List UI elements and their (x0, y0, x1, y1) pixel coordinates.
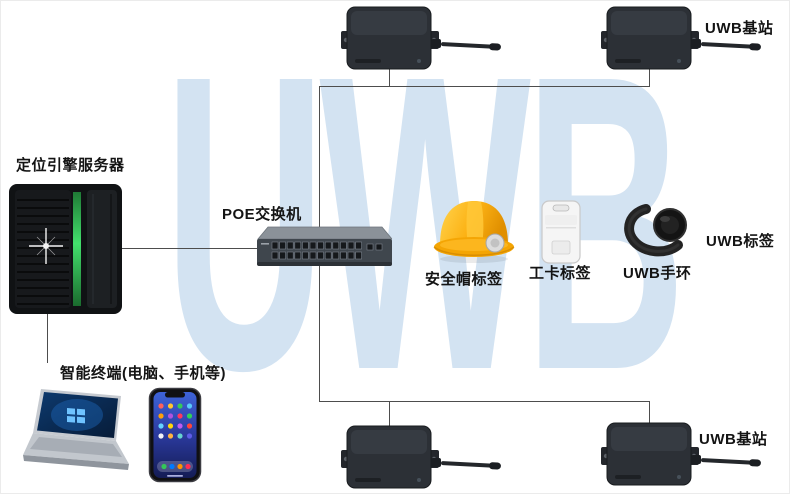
uwb-tag-label: UWB标签 (706, 233, 775, 250)
connector-stub-bottom-right (649, 401, 650, 424)
id-card-tag-icon (540, 199, 582, 265)
base-station-bottom-right-icon (601, 421, 766, 489)
connector-bottom-horizontal (319, 401, 649, 402)
server-tower-icon (9, 184, 127, 314)
card-tag-label: 工卡标签 (529, 265, 592, 282)
base-station-bottom-left-icon (341, 424, 506, 492)
connector-stub-top-right (649, 67, 650, 87)
connector-server-switch (121, 248, 257, 249)
laptop-icon (23, 389, 135, 484)
base-station-top-label: UWB基站 (705, 20, 774, 37)
uwb-watermark: UWB (164, 0, 686, 458)
smart-terminal-label: 智能终端(电脑、手机等) (60, 365, 226, 382)
lens-flare (29, 228, 63, 264)
app-grid (158, 403, 193, 439)
switch-label: POE交换机 (222, 206, 302, 223)
uwb-band-label: UWB手环 (623, 265, 692, 282)
connector-top-horizontal (319, 86, 649, 87)
server-label: 定位引擎服务器 (16, 157, 125, 174)
windows-logo-icon (67, 408, 85, 424)
connector-server-terminal (47, 301, 48, 363)
safety-helmet-icon (432, 193, 516, 267)
poe-switch-icon (252, 222, 393, 270)
base-station-top-left-icon (341, 5, 506, 73)
smartphone-icon (148, 387, 202, 483)
connector-stub-bottom-left (389, 401, 390, 427)
connector-stub-top-left (389, 67, 390, 87)
dock-apps (161, 463, 191, 470)
base-station-top-right-icon (601, 5, 766, 73)
helmet-tag-label: 安全帽标签 (425, 271, 503, 288)
uwb-wristband-icon (622, 203, 692, 259)
base-station-bottom-label: UWB基站 (699, 431, 768, 448)
